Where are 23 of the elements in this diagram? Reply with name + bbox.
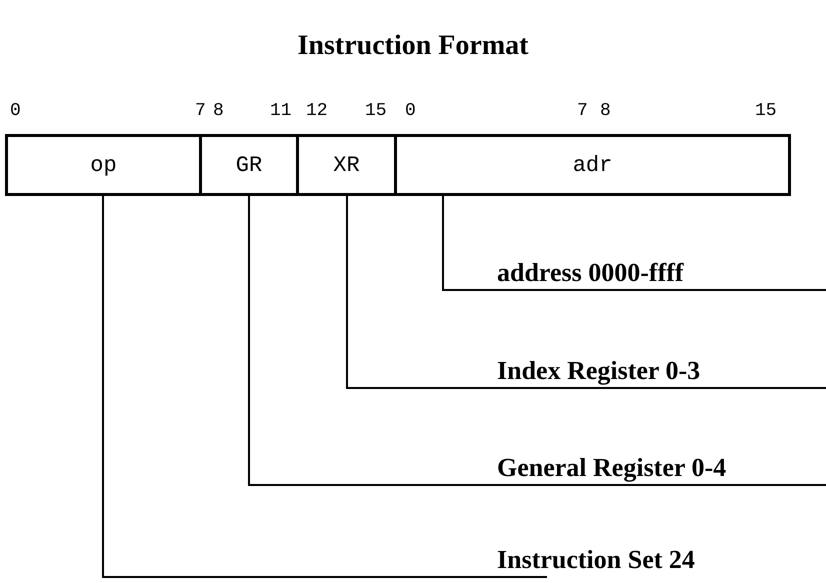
field-description: General Register 0-4 <box>497 453 726 483</box>
bit-number: 15 <box>365 101 387 121</box>
bit-number: 0 <box>10 101 21 121</box>
diagram-title: Instruction Format <box>296 30 530 62</box>
bit-number: 12 <box>306 101 328 121</box>
leader-line <box>248 196 497 486</box>
bit-field: GR <box>199 134 299 196</box>
field-description: Instruction Set 24 <box>497 545 695 575</box>
bit-number: 7 <box>195 101 206 121</box>
bit-field: XR <box>296 134 397 196</box>
bit-field: op <box>5 134 202 196</box>
bit-number: 0 <box>405 101 416 121</box>
bit-number: 11 <box>270 101 292 121</box>
leader-line <box>442 196 497 291</box>
bit-number: 8 <box>600 101 611 121</box>
bit-field: adr <box>394 134 791 196</box>
bit-number: 7 <box>577 101 588 121</box>
field-description: Index Register 0-3 <box>497 356 700 386</box>
bit-number: 15 <box>755 101 777 121</box>
leader-line <box>102 196 497 578</box>
field-description: address 0000-ffff <box>497 258 684 288</box>
leader-line <box>346 196 497 389</box>
bit-number: 8 <box>213 101 224 121</box>
